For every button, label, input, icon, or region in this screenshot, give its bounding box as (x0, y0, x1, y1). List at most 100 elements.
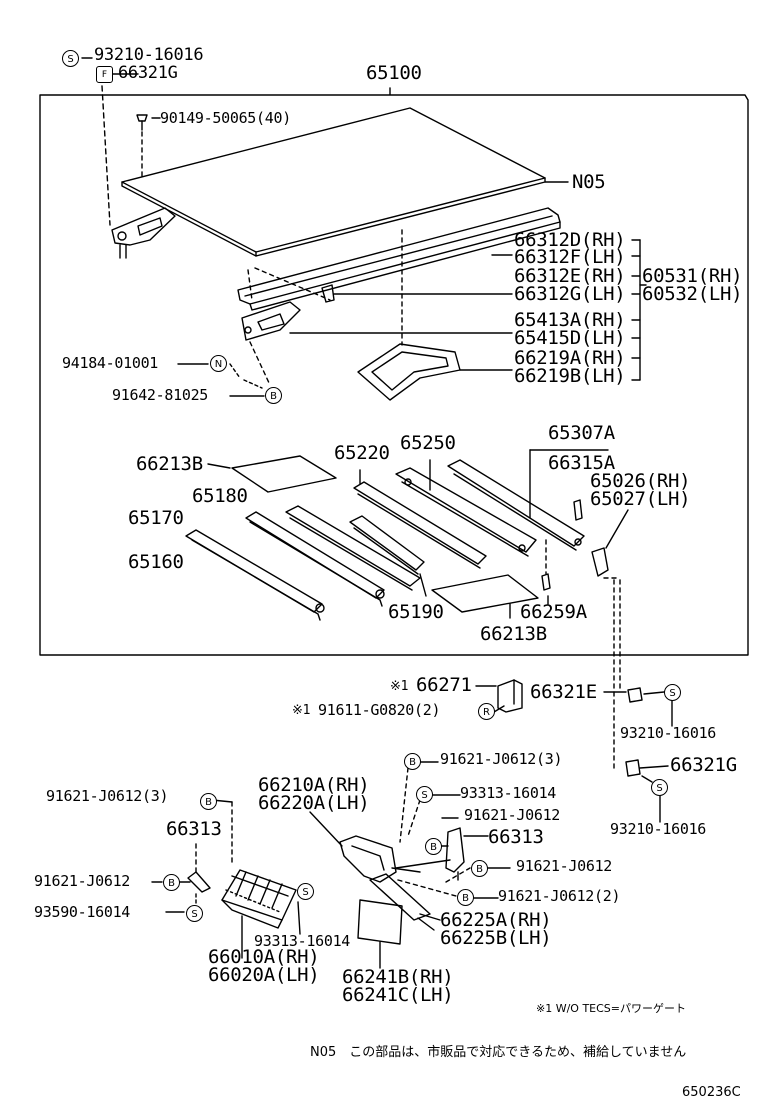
label-65170: 65170 (128, 507, 184, 529)
label-star1-b: ※1 (292, 703, 311, 718)
label-65160: 65160 (128, 551, 184, 573)
label-66020A: 66020A(LH) (208, 964, 320, 986)
screw-badge-s5: S (186, 905, 203, 922)
label-93590: 93590-16014 (34, 903, 131, 921)
bolt-badge-b4: B (425, 838, 442, 855)
label-66321E: 66321E (530, 681, 597, 703)
clip-badge-f: F (96, 66, 113, 83)
label-93210-a: 93210-16016 (620, 724, 717, 742)
rail-65160 (185, 529, 325, 621)
bolt-badge-r: R (478, 703, 495, 720)
side-cover-66010A (211, 799, 301, 959)
callout-brackets-top (631, 239, 647, 381)
label-66312D: 66312D(RH) (514, 229, 626, 251)
bolt-badge-b2: B (404, 753, 421, 770)
label-65220: 65220 (334, 442, 390, 464)
rail-65250 (395, 459, 537, 557)
label-93210-b: 93210-16016 (610, 820, 707, 838)
note-n05: N05 この部品は、市販品で対応できるため、補給していません (310, 1045, 687, 1060)
screw-badge-s6: S (297, 883, 314, 900)
label-65250: 65250 (400, 432, 456, 454)
bolt-badge-b3: B (200, 793, 217, 810)
label-91621-b: 91621-J0612 (516, 857, 613, 875)
screw-badge-s3: S (651, 779, 668, 796)
label-60531: 60531(RH) (642, 265, 743, 287)
side-rail (237, 207, 561, 346)
label-91621-3b: 91621-J0612(3) (46, 787, 169, 805)
floor-frame (357, 343, 513, 401)
label-65100: 65100 (366, 62, 422, 84)
label-66241C: 66241C(LH) (342, 984, 454, 1006)
label-66312E: 66312E(RH) (514, 265, 626, 287)
diagram-id: 650236C (682, 1085, 741, 1100)
lower-leaders (419, 761, 511, 921)
label-66271: 66271 (416, 674, 472, 696)
bolt-badge-b1: B (265, 387, 282, 404)
rail-65220 (353, 469, 487, 569)
label-65413A: 65413A(RH) (514, 309, 626, 331)
hinge-bracket (241, 301, 513, 386)
screw-badge-s2: S (664, 684, 681, 701)
rail-65307A (447, 449, 609, 551)
label-60532: 60532(LH) (642, 283, 743, 305)
pad-sheet-bottom (431, 574, 539, 619)
label-93313-b: 93313-16014 (254, 932, 351, 950)
label-66210A: 66210A(RH) (258, 774, 370, 796)
label-66225B: 66225B(LH) (440, 927, 552, 949)
deck-board (121, 107, 569, 257)
label-66312F: 66312F(LH) (514, 246, 626, 268)
rail-65190 (349, 515, 427, 597)
label-65415D: 65415D(LH) (514, 327, 626, 349)
label-91621-a: 91621-J0612 (464, 806, 561, 824)
clip-66321E (603, 687, 673, 727)
part-66271 (475, 679, 523, 713)
label-90149: 90149-50065(40) (160, 109, 291, 127)
screw-badge-s4: S (416, 786, 433, 803)
label-66313-right: 66313 (488, 826, 544, 848)
label-66313-left: 66313 (166, 818, 222, 840)
label-66010A: 66010A(RH) (208, 946, 320, 968)
label-66219A: 66219A(RH) (514, 347, 626, 369)
label-66321G-top: 66321G (118, 63, 178, 83)
label-91621-c: 91621-J0612 (34, 872, 131, 890)
bolt-90149 (136, 114, 161, 181)
label-66315A: 66315A (548, 452, 615, 474)
top-clip-group (81, 57, 176, 259)
label-N05: N05 (572, 171, 606, 193)
rail-65180 (285, 505, 421, 591)
assembly-frame (39, 87, 749, 656)
label-66259A: 66259A (520, 601, 587, 623)
label-91621-3a: 91621-J0612(3) (440, 750, 563, 768)
bolt-badge-b5: B (471, 860, 488, 877)
nut-badge-n: N (210, 355, 227, 372)
label-65026: 65026(RH) (590, 470, 691, 492)
note-wo-tecs: ※1 W/O TECS=パワーゲート (536, 1002, 686, 1015)
rail-65170 (245, 511, 385, 607)
label-66225A: 66225A(RH) (440, 909, 552, 931)
bracket-66313-left (151, 839, 211, 913)
label-star1-a: ※1 (390, 679, 409, 694)
label-66241B: 66241B(RH) (342, 966, 454, 988)
label-91611: 91611-G0820(2) (318, 701, 441, 719)
strip-66225A (369, 873, 457, 931)
bracket-66313-right (439, 827, 489, 883)
label-65180: 65180 (192, 485, 248, 507)
clip-66321G-lower (625, 759, 669, 823)
label-66220A: 66220A(LH) (258, 792, 370, 814)
label-66213B-top: 66213B (136, 453, 203, 475)
fastener-leaders (177, 363, 265, 397)
label-93210-top: 93210-16016 (94, 45, 204, 65)
pad-sheet-top (231, 455, 337, 493)
bolt-badge-b6: B (163, 874, 180, 891)
label-65027: 65027(LH) (590, 488, 691, 510)
screw-badge-s: S (62, 50, 79, 67)
label-65190: 65190 (388, 601, 444, 623)
label-66219B: 66219B(LH) (514, 365, 626, 387)
label-94184: 94184-01001 (62, 354, 159, 372)
label-65307A: 65307A (548, 422, 615, 444)
label-93313-a: 93313-16014 (460, 784, 557, 802)
label-66312G: 66312G(LH) (514, 283, 626, 305)
label-91621-2: 91621-J0612(2) (498, 887, 621, 905)
